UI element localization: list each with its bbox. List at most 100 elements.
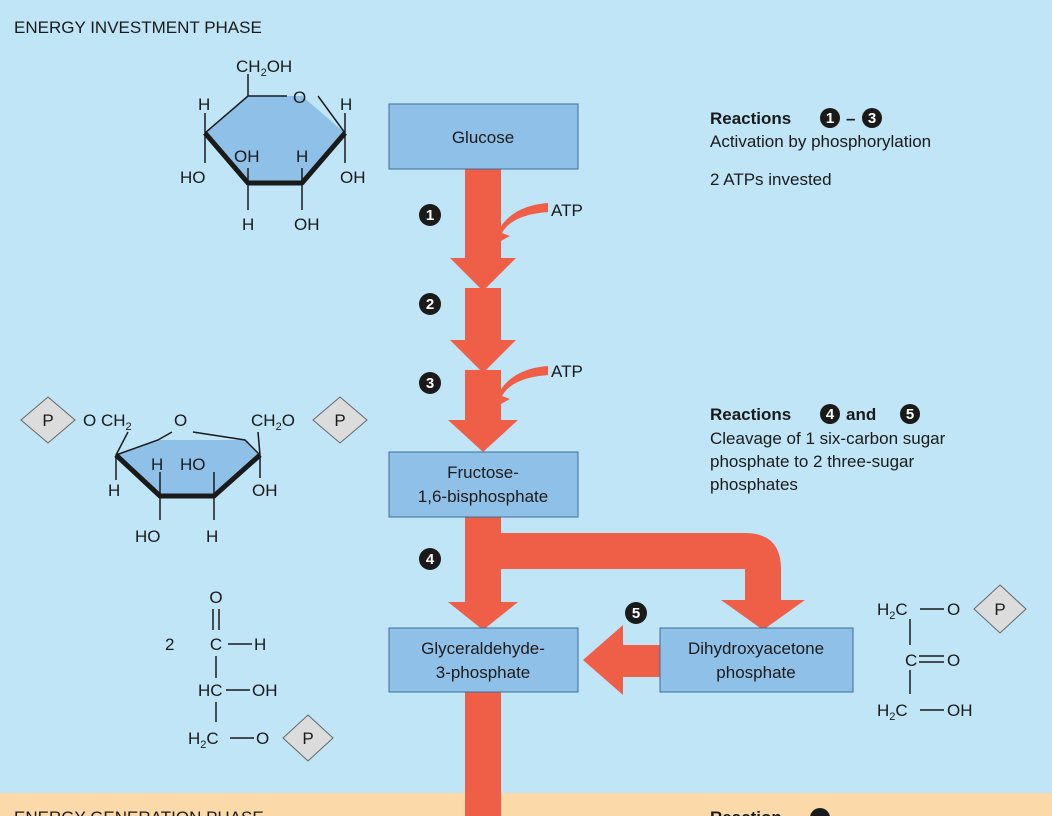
- svg-text:CH2O: CH2O: [251, 411, 295, 433]
- svg-text:HO: HO: [180, 455, 206, 474]
- gap-label-line1: Glyceraldehyde-: [421, 639, 545, 658]
- svg-text:3: 3: [426, 375, 434, 392]
- glucose-structure: CH2OH O H H OH H HO OH H OH: [180, 57, 366, 234]
- gap-structure: 2 O C H HC OH H2C O P: [165, 588, 334, 762]
- svg-text:H: H: [340, 95, 352, 114]
- svg-text:O: O: [174, 411, 187, 430]
- svg-text:OH: OH: [234, 147, 260, 166]
- step-number-3: 3: [419, 372, 441, 394]
- atp2-label: ATP: [551, 362, 583, 381]
- r6-title: Reaction: [710, 808, 782, 816]
- phosphate-dhap: [973, 584, 1027, 634]
- fructose-label-line2: 1,6-bisphosphate: [418, 487, 548, 506]
- svg-text:O: O: [209, 588, 222, 607]
- step1-arrowhead: [450, 258, 516, 291]
- r45-and: and: [846, 405, 876, 424]
- svg-text:P: P: [302, 729, 313, 748]
- glucose-label: Glucose: [452, 128, 514, 147]
- reaction-6-note: Reaction: [710, 808, 830, 816]
- atp1-label: ATP: [551, 201, 583, 220]
- svg-text:O CH2: O CH2: [83, 411, 132, 433]
- atp1-input-arrow: [489, 203, 548, 246]
- dihydroxyacetone-phosphate-box: Dihydroxyacetone phosphate: [659, 627, 854, 693]
- svg-text:O: O: [256, 729, 269, 748]
- r45-line3: phosphates: [710, 475, 798, 494]
- reactions-1-3-note: Reactions 1 – 3 Activation by phosphoryl…: [710, 108, 931, 189]
- fructose-bisphosphate-box: Fructose- 1,6-bisphosphate: [388, 451, 579, 518]
- reactions-4-5-note: Reactions 4 and 5 Cleavage of 1 six-carb…: [710, 404, 946, 494]
- dhap-label-line2: phosphate: [716, 663, 795, 682]
- gap-label-line2: 3-phosphate: [436, 663, 531, 682]
- step4-arrowhead-gap: [448, 602, 518, 630]
- glyceraldehyde-3-phosphate-box: Glyceraldehyde- 3-phosphate: [388, 627, 579, 693]
- svg-text:O: O: [947, 600, 960, 619]
- r13-line1: Activation by phosphorylation: [710, 132, 931, 151]
- svg-text:5: 5: [906, 406, 914, 423]
- r45-line2: phosphate to 2 three-sugar: [710, 452, 914, 471]
- dhap-structure: H2C O P C O H2C OH: [877, 584, 1027, 723]
- svg-text:H2C: H2C: [188, 729, 219, 751]
- phosphate-right: [312, 396, 368, 444]
- investment-phase-title: ENERGY INVESTMENT PHASE: [14, 18, 262, 37]
- svg-text:C: C: [905, 651, 917, 670]
- fructose-label-line1: Fructose-: [447, 463, 519, 482]
- svg-text:5: 5: [632, 605, 640, 622]
- r13-title: Reactions: [710, 109, 791, 128]
- svg-text:2: 2: [165, 635, 174, 654]
- svg-text:C: C: [210, 635, 222, 654]
- dhap-branch-arrow: [501, 533, 805, 630]
- svg-text:H2C: H2C: [877, 701, 908, 723]
- atp2-input-arrow: [489, 366, 548, 409]
- svg-text:H: H: [296, 147, 308, 166]
- svg-text:H: H: [198, 95, 210, 114]
- phosphate-gap: [282, 714, 334, 762]
- svg-text:OH: OH: [252, 681, 278, 700]
- svg-text:OH: OH: [947, 701, 973, 720]
- svg-text:CH2OH: CH2OH: [236, 57, 292, 79]
- svg-text:4: 4: [826, 406, 835, 423]
- main-shaft-mid1: [465, 288, 501, 340]
- svg-text:H: H: [151, 455, 163, 474]
- step-number-5: 5: [625, 602, 647, 624]
- svg-text:O: O: [947, 651, 960, 670]
- svg-text:H: H: [242, 215, 254, 234]
- pathway-arrows: [448, 168, 805, 816]
- svg-text:P: P: [994, 600, 1005, 619]
- dhap-label-line1: Dihydroxyacetone: [688, 639, 824, 658]
- svg-text:H: H: [206, 527, 218, 546]
- phosphate-left: [20, 396, 76, 444]
- step2-arrowhead: [450, 340, 516, 373]
- svg-text:HO: HO: [135, 527, 161, 546]
- svg-text:P: P: [334, 411, 345, 430]
- r13-line2: 2 ATPs invested: [710, 170, 832, 189]
- glucose-box: Glucose: [388, 103, 579, 170]
- r45-line1: Cleavage of 1 six-carbon sugar: [710, 429, 946, 448]
- svg-text:1: 1: [426, 207, 434, 224]
- main-shaft-lower: [465, 517, 501, 602]
- svg-text:HC: HC: [198, 681, 223, 700]
- step3-arrowhead: [448, 420, 518, 452]
- r13-dash: –: [846, 109, 855, 128]
- generation-phase-title: ENERGY GENERATION PHASE: [14, 808, 264, 816]
- generation-phase-background: [0, 793, 1052, 816]
- r45-title: Reactions: [710, 405, 791, 424]
- step5-arrow: [583, 625, 660, 695]
- step-number-1: 1: [419, 204, 441, 226]
- svg-text:3: 3: [868, 110, 876, 127]
- svg-text:OH: OH: [294, 215, 320, 234]
- main-shaft-upper: [465, 168, 501, 258]
- svg-text:H: H: [254, 635, 266, 654]
- metabolite-boxes: Glucose Fructose- 1,6-bisphosphate Glyce…: [388, 103, 854, 693]
- svg-text:1: 1: [826, 110, 834, 127]
- step-number-2: 2: [419, 293, 441, 315]
- svg-text:OH: OH: [252, 481, 278, 500]
- svg-text:OH: OH: [340, 168, 366, 187]
- svg-text:HO: HO: [180, 168, 206, 187]
- fructose-bisphosphate-structure: P P O CH2 O CH2O H HO H OH HO H: [20, 396, 368, 546]
- svg-text:H2C: H2C: [877, 600, 908, 622]
- step-number-4: 4: [419, 548, 441, 570]
- svg-text:O: O: [293, 88, 306, 107]
- svg-text:H: H: [108, 481, 120, 500]
